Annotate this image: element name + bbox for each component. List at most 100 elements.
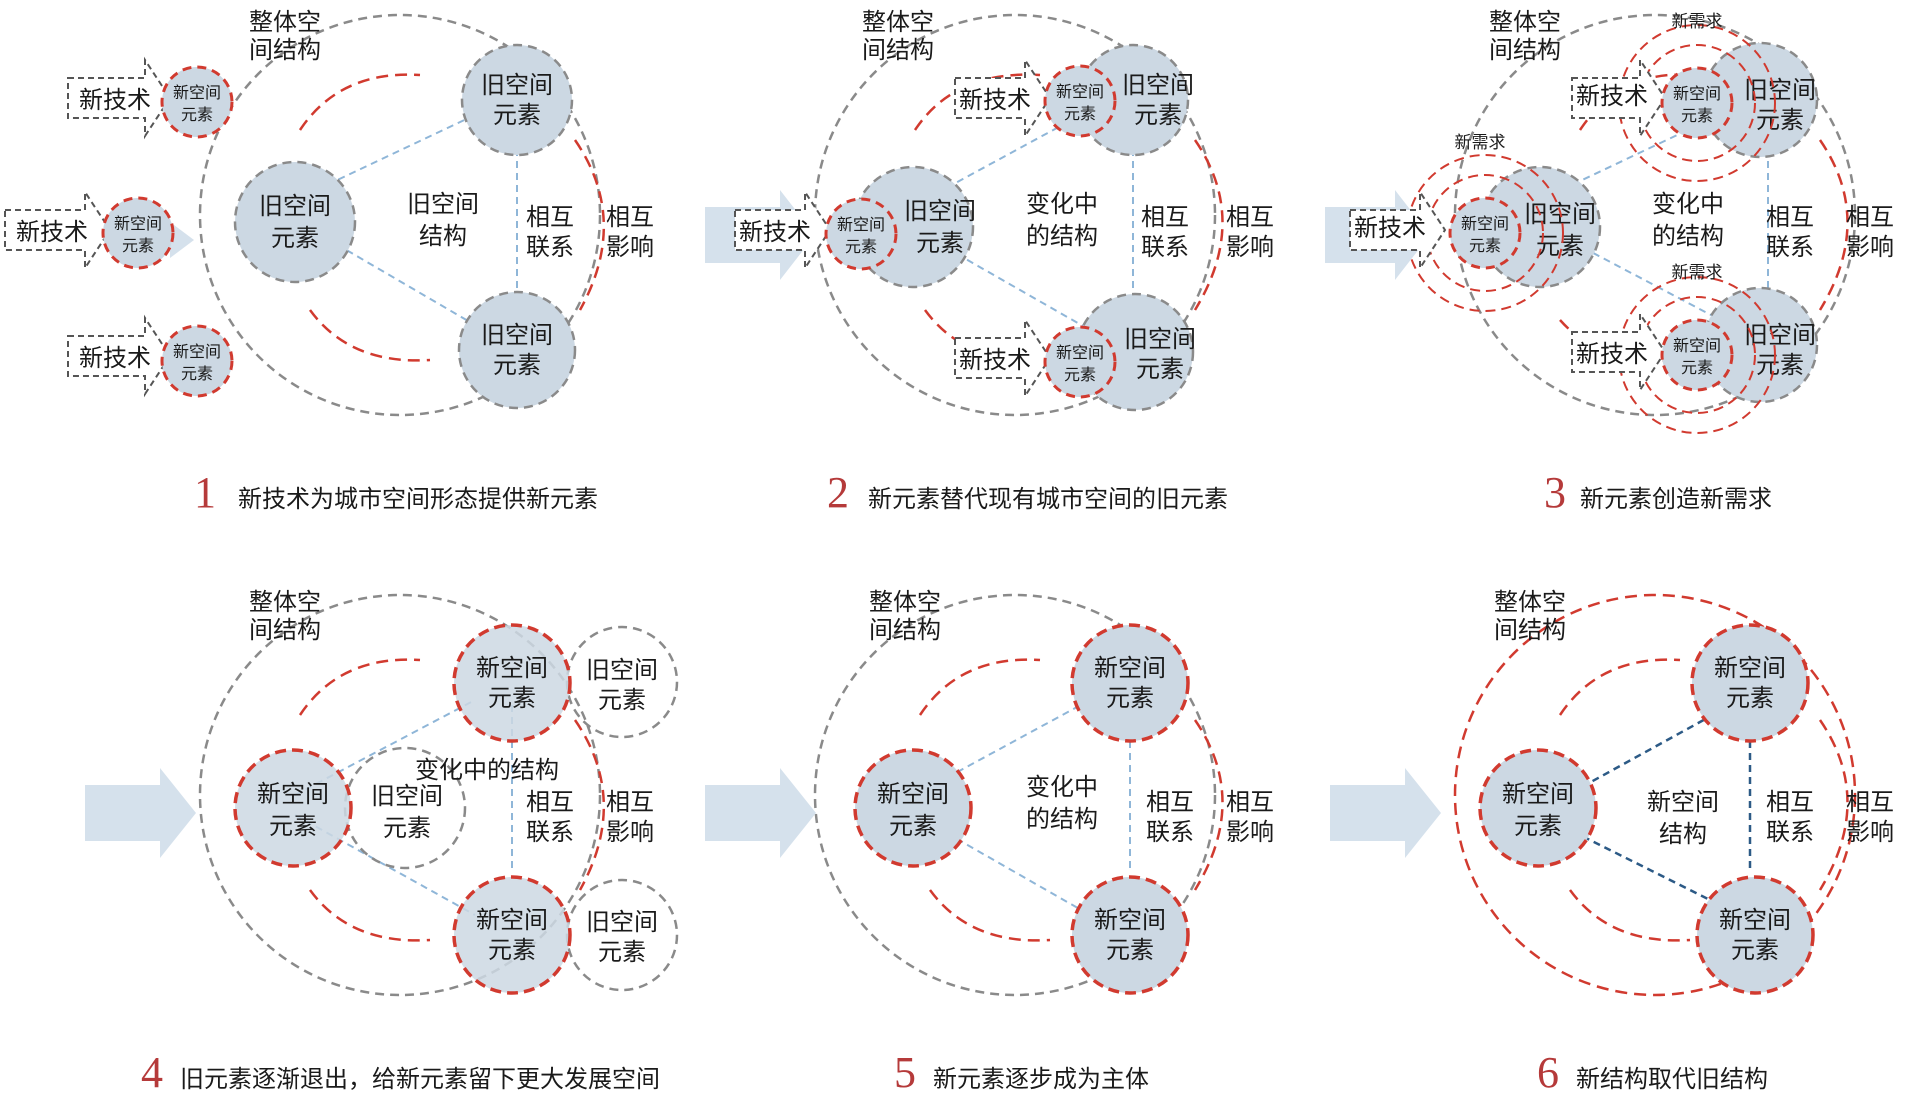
panel-1: 整体空 间结构 旧空间 元素 旧空间 元素 旧空间 元素 旧空间 结构 相互 联… [4, 8, 654, 517]
new-element-node [824, 197, 898, 271]
node-label: 新空间 [1714, 654, 1786, 682]
whole-structure-ring [1453, 593, 1857, 997]
mutual-link-label: 联系 [1766, 233, 1814, 261]
caption-number: 6 [1537, 1048, 1559, 1097]
caption-text: 新技术为城市空间形态提供新元素 [238, 485, 598, 513]
node-label: 新空间 [877, 780, 949, 808]
node-label: 元素 [1514, 812, 1562, 840]
mutual-influence-label: 相互 [606, 788, 654, 816]
mutual-influence-label: 相互 [1846, 788, 1894, 816]
node-label: 元素 [488, 936, 536, 964]
node-label: 旧空间 [259, 192, 331, 220]
node-label: 旧空间 [1744, 76, 1816, 104]
influence-arc [298, 658, 421, 716]
new-tech-arrow [734, 188, 832, 272]
whole-structure-label: 整体空 [249, 8, 321, 36]
structure-label: 变化中 [1026, 190, 1098, 218]
caption-number: 4 [141, 1048, 163, 1097]
node-label: 元素 [383, 814, 431, 842]
transition-arrow [705, 768, 816, 858]
new-element-node [160, 65, 234, 139]
whole-structure-label: 整体空 [862, 8, 934, 36]
panel-2: 整体空 间结构 旧空间 元素 旧空间 元素 旧空间 元素 变化中 的结构 相互 … [705, 8, 1274, 517]
mutual-influence-label: 影响 [1846, 818, 1894, 846]
influence-arc [308, 889, 431, 942]
caption-text: 新元素替代现有城市空间的旧元素 [868, 485, 1228, 513]
link-line [294, 699, 476, 796]
mutual-link-label: 相互 [1766, 203, 1814, 231]
structure-label: 新空间 [1647, 788, 1719, 816]
mutual-link-label: 相互 [526, 788, 574, 816]
node-label: 元素 [122, 236, 154, 255]
structure-label: 的结构 [1026, 805, 1098, 833]
node-label: 元素 [1726, 684, 1774, 712]
node-label: 元素 [271, 224, 319, 252]
new-tech-arrow [1571, 310, 1667, 394]
new-element-node [1043, 64, 1117, 138]
new-tech-arrow [67, 314, 172, 398]
link-line [294, 219, 476, 326]
new-element-node [452, 875, 572, 995]
influence-arc [1193, 139, 1224, 311]
transition-arrow [1330, 768, 1441, 858]
node-label: 元素 [493, 101, 541, 129]
mutual-link-label: 相互 [1766, 788, 1814, 816]
influence-arc [928, 889, 1051, 942]
link-line [914, 699, 1091, 796]
new-element-node [1660, 66, 1734, 140]
new-tech-arrow [954, 56, 1052, 140]
mutual-link-label: 联系 [1146, 818, 1194, 846]
node-label: 元素 [1469, 236, 1501, 255]
new-element-node [1695, 875, 1815, 995]
new-tech-label: 新技术 [739, 218, 811, 246]
node-label: 元素 [1681, 106, 1713, 125]
influence-arc [1818, 139, 1849, 311]
mutual-link-label: 联系 [526, 233, 574, 261]
new-tech-label: 新技术 [79, 344, 151, 372]
new-tech-label: 新技术 [1354, 214, 1426, 242]
transition-arrow [85, 768, 196, 858]
node-label: 元素 [181, 364, 213, 383]
structure-label: 变化中的结构 [415, 756, 559, 784]
new-tech-arrow [67, 56, 172, 140]
mutual-influence-label: 相互 [1226, 203, 1274, 231]
node-label: 新空间 [1719, 906, 1791, 934]
influence-arc [1558, 658, 1681, 716]
node-label: 元素 [1106, 936, 1154, 964]
whole-structure-ring [198, 13, 602, 417]
new-tech-arrow [4, 188, 112, 272]
new-tech-arrow [1349, 188, 1447, 272]
node-label: 元素 [1064, 365, 1096, 384]
panel-3: 整体空 间结构 旧空间 元素 旧空间 元素 旧空间 元素 新需求 新需求 新需求… [1325, 8, 1894, 517]
mutual-link-label: 相互 [526, 203, 574, 231]
node-label: 旧空间 [904, 197, 976, 225]
node-label: 新空间 [1502, 780, 1574, 808]
whole-structure-ring [1453, 13, 1857, 417]
node-label: 旧空间 [371, 782, 443, 810]
node-label: 新空间 [476, 654, 548, 682]
new-tech-label: 新技术 [959, 86, 1031, 114]
new-tech-label: 新技术 [959, 346, 1031, 374]
panel-5: 整体空 间结构 新空间 元素 新空间 元素 新空间 元素 变化中 的结构 相互 … [705, 588, 1274, 1097]
node-label: 新空间 [1461, 214, 1509, 233]
structure-label: 结构 [1659, 820, 1707, 848]
node-label: 新空间 [173, 83, 221, 102]
new-element-node [160, 324, 234, 398]
node-label: 元素 [269, 812, 317, 840]
node-label: 元素 [598, 686, 646, 714]
node-label: 旧空间 [586, 908, 658, 936]
panel-4: 整体空 间结构 旧空间 元素 旧空间 元素 旧空间 元素 新空间 元素 新空间 … [85, 588, 679, 1097]
new-element-node [452, 623, 572, 743]
new-element-node [233, 748, 353, 868]
whole-structure-label: 整体空 [869, 588, 941, 616]
whole-structure-ring [198, 593, 602, 997]
node-label: 元素 [1134, 101, 1182, 129]
node-label: 元素 [916, 229, 964, 257]
structure-label: 的结构 [1026, 222, 1098, 250]
new-element-node [1070, 623, 1190, 743]
node-label: 新空间 [173, 342, 221, 361]
whole-structure-ring [813, 13, 1217, 417]
mutual-link-label: 相互 [1141, 203, 1189, 231]
mutual-link-label: 联系 [526, 818, 574, 846]
node-label: 旧空间 [481, 71, 553, 99]
